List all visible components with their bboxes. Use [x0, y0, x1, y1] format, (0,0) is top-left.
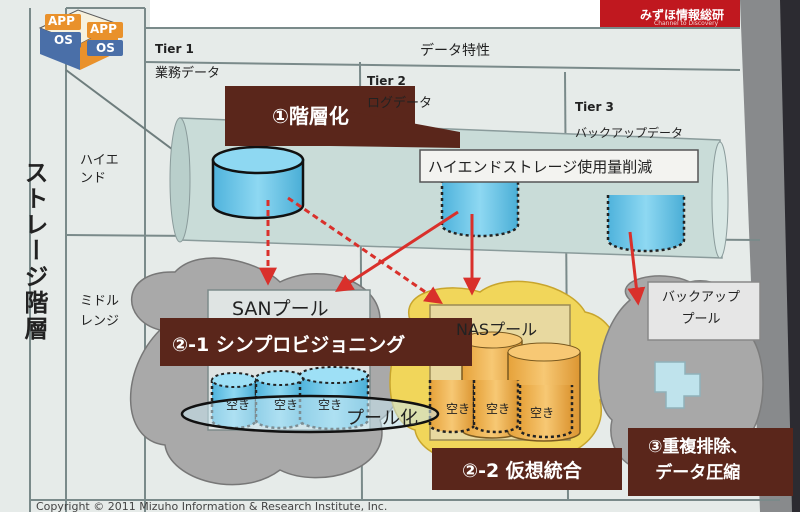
san-free-label-3: 空き: [318, 398, 343, 412]
callout-thin-box: [160, 318, 472, 366]
backup-file-icon: [654, 361, 701, 409]
backup-pool-label: バックアップ プール: [662, 290, 741, 327]
footer-copyright: Copyright © 2011 Mizuho Information & Re…: [36, 500, 388, 512]
backup-pool-box: [647, 281, 761, 341]
callout-tiering: ①階層化: [272, 104, 349, 128]
column-group-header: データ特性: [420, 43, 490, 59]
tier2-label: ログデータ: [367, 96, 433, 111]
drum-tier1: [211, 145, 305, 220]
nas-free-label-2: 空き: [486, 402, 511, 416]
logo-cell-app-2: APP: [90, 22, 117, 36]
logo-cell-app-1: APP: [48, 14, 75, 28]
callout-virtualization: ②-2 仮想統合: [462, 460, 582, 482]
brand-red-strip: [600, 0, 740, 28]
highend-panel-cap: [169, 117, 191, 243]
callout-virtualization-box: [432, 448, 622, 490]
callout-tiering-tail: [330, 108, 460, 148]
logo-cell-os-1: OS: [54, 33, 73, 47]
drum-tier3-empty: [606, 195, 686, 253]
highend-panel-end: [711, 141, 729, 259]
arrows: [259, 196, 646, 306]
san-free-label-2: 空き: [274, 398, 299, 412]
app-os-logo-icon: [38, 9, 123, 70]
callout-reduction-box: [419, 149, 699, 183]
nas-drums: [428, 331, 581, 442]
callout-thin-provisioning: ②-1 シンプロビジョニング: [172, 334, 406, 356]
nas-pool-label: NASプール: [456, 320, 538, 339]
callout-reduction: ハイエンドストレージ使用量削減: [428, 158, 653, 176]
san-pool-label: SANプール: [232, 298, 329, 320]
row-midrange-label: ミドル レンジ: [80, 294, 120, 329]
tier3-name: Tier 3: [575, 100, 614, 114]
san-free-label-1: 空き: [226, 398, 251, 412]
nas-free-label-1: 空き: [446, 402, 471, 416]
row-highend-label: ハイエ ンド: [80, 153, 119, 186]
nas-free-label-3: 空き: [530, 406, 555, 420]
callout-dedup: ③重複排除、 データ圧縮: [648, 437, 748, 483]
brand-company: みずほ情報総研: [640, 8, 725, 22]
callout-dedup-box: [628, 428, 793, 496]
brand-tagline: Channel to Discovery: [654, 20, 719, 27]
row-group-header: ストレージ階層: [20, 160, 48, 342]
tier1-name: Tier 1: [155, 42, 194, 56]
tier2-name: Tier 2: [367, 74, 406, 88]
tier1-label: 業務データ: [155, 66, 221, 81]
pooling-ellipse: [180, 394, 440, 434]
tier3-label: バックアップデータ: [575, 126, 684, 140]
pooling-label: プール化: [346, 408, 418, 429]
drum-tier2-empty: [440, 180, 520, 238]
logo-cell-os-2: OS: [96, 41, 115, 55]
